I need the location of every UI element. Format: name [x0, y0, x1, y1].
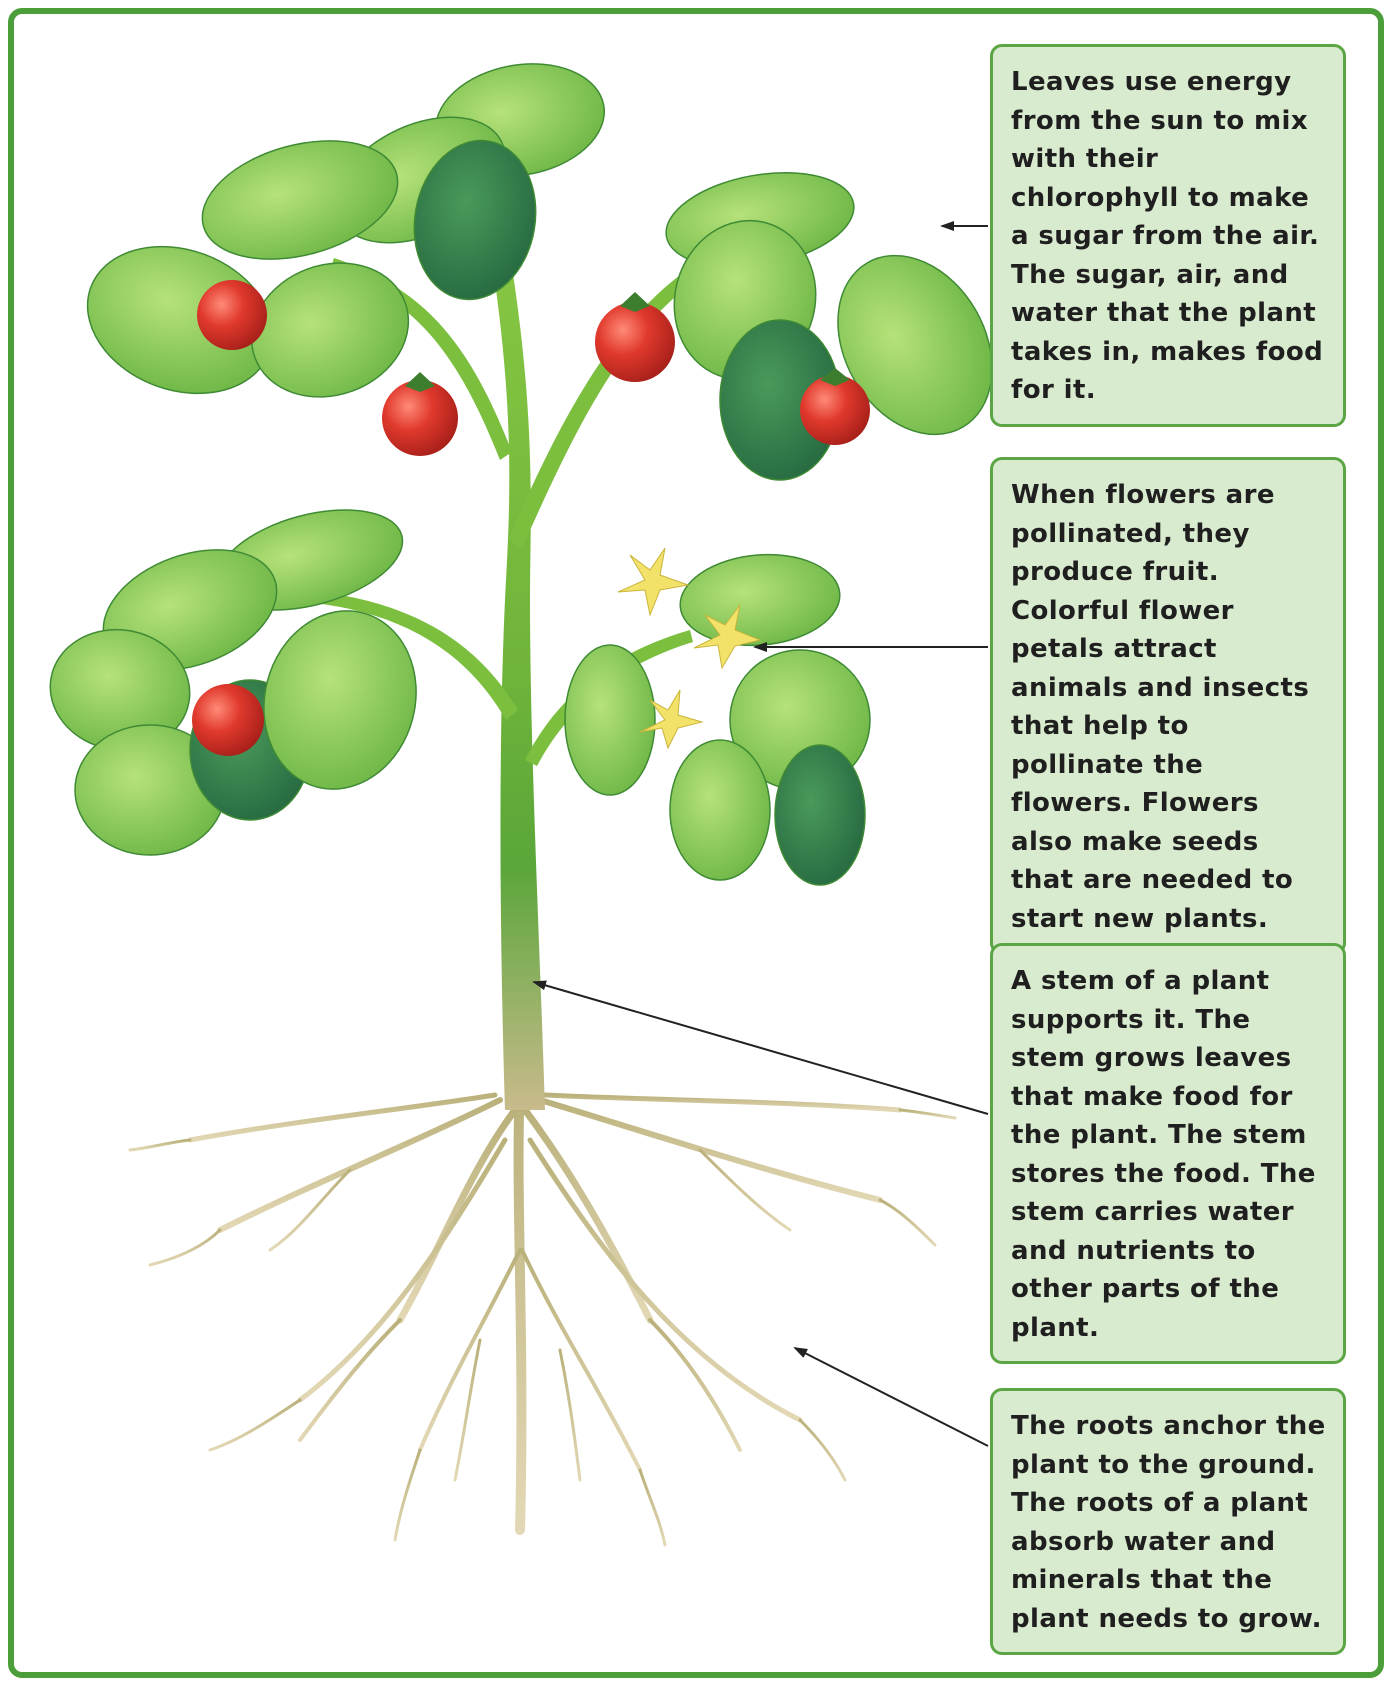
flowers-callout: When flowers are pollinated, they produc… [990, 457, 1346, 955]
stem-callout-text: A stem of a plant supports it. The stem … [1011, 966, 1316, 1343]
leaves-callout: Leaves use energy from the sun to mix wi… [990, 44, 1346, 427]
roots-callout: The roots anchor the plant to the ground… [990, 1388, 1346, 1655]
leaves-callout-text: Leaves use energy from the sun to mix wi… [1011, 67, 1323, 405]
stem-arrow [534, 982, 988, 1114]
flowers-callout-text: When flowers are pollinated, they produc… [1011, 480, 1309, 934]
roots-arrow [795, 1348, 988, 1446]
roots [130, 1080, 955, 1545]
stem-callout: A stem of a plant supports it. The stem … [990, 943, 1346, 1364]
roots-callout-text: The roots anchor the plant to the ground… [1011, 1411, 1326, 1634]
